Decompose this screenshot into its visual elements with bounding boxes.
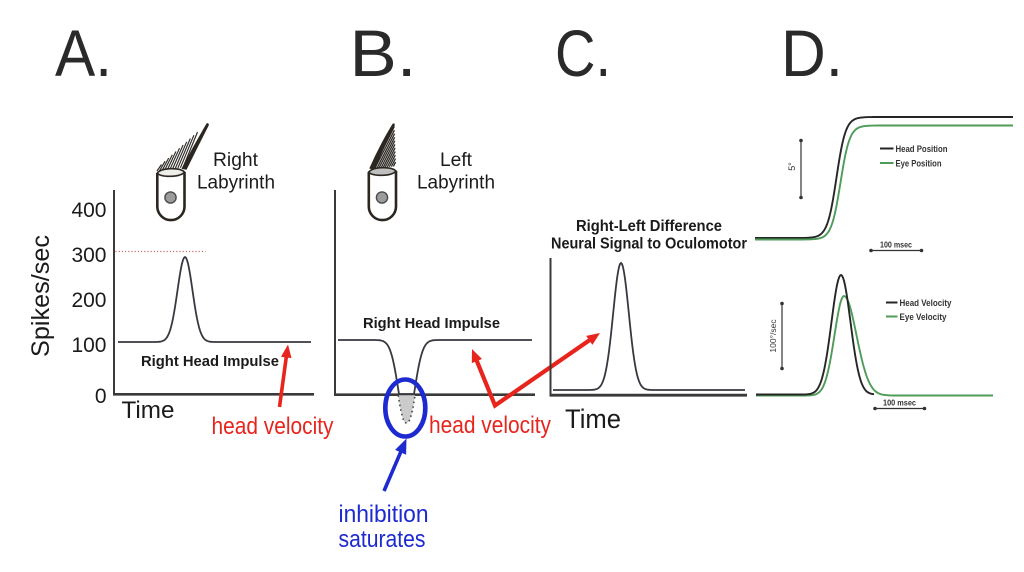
svg-text:Eye Velocity: Eye Velocity [900, 312, 947, 322]
svg-text:D.: D. [781, 16, 843, 90]
svg-text:0: 0 [95, 385, 107, 408]
svg-text:Right Head Impulse: Right Head Impulse [363, 315, 500, 332]
svg-text:300: 300 [71, 244, 106, 267]
svg-text:100 msec: 100 msec [883, 398, 916, 408]
svg-text:Right: Right [213, 150, 259, 171]
svg-text:Right-Left Difference: Right-Left Difference [576, 218, 722, 235]
svg-text:B.: B. [350, 16, 417, 90]
svg-text:saturates: saturates [339, 526, 426, 553]
svg-text:Labyrinth: Labyrinth [197, 173, 275, 194]
svg-text:Eye Position: Eye Position [896, 159, 942, 169]
svg-text:100°/sec: 100°/sec [768, 319, 778, 353]
svg-text:C.: C. [555, 16, 611, 90]
svg-text:200: 200 [71, 289, 106, 312]
svg-text:Head Position: Head Position [896, 144, 948, 154]
svg-text:100 msec: 100 msec [880, 240, 912, 250]
svg-text:5°: 5° [787, 162, 797, 171]
svg-text:Labyrinth: Labyrinth [417, 173, 495, 194]
svg-text:400: 400 [71, 199, 106, 222]
svg-text:head velocity: head velocity [429, 412, 551, 439]
svg-text:Time: Time [565, 404, 621, 434]
svg-text:Right Head Impulse: Right Head Impulse [141, 353, 279, 370]
svg-text:A.: A. [55, 16, 112, 90]
svg-text:inhibition: inhibition [339, 501, 429, 528]
svg-text:head velocity: head velocity [212, 413, 334, 440]
svg-text:Head Velocity: Head Velocity [900, 298, 952, 308]
svg-text:Spikes/sec: Spikes/sec [27, 235, 55, 357]
svg-text:Neural Signal to Oculomotor: Neural Signal to Oculomotor [551, 236, 747, 253]
svg-text:100: 100 [71, 334, 106, 357]
svg-text:Left: Left [440, 150, 473, 171]
svg-text:Time: Time [122, 397, 175, 424]
